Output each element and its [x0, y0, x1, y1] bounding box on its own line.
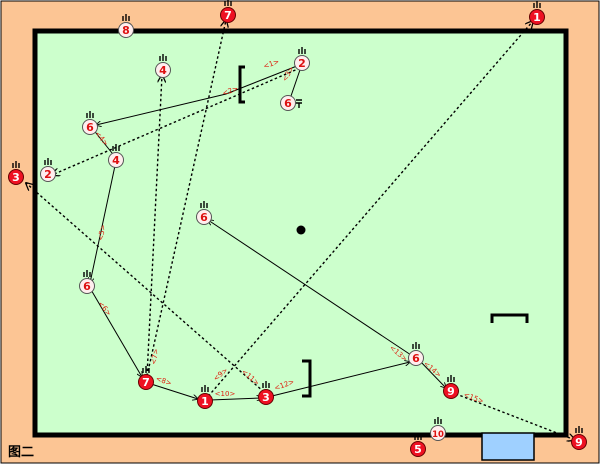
player-marker-icon [224, 0, 232, 6]
red-player-1: 1 [197, 385, 213, 409]
player-marker-icon [414, 433, 422, 440]
step-label: <10> [215, 390, 236, 398]
red-player-9: 9 [571, 426, 587, 450]
player-number: 8 [122, 24, 130, 37]
player-number: 6 [284, 97, 292, 110]
player-marker-icon [83, 270, 91, 277]
player-number: 6 [412, 352, 420, 365]
player-marker-icon [575, 426, 583, 433]
player-marker-icon [122, 14, 130, 21]
red-player-7: 7 [138, 366, 154, 390]
player-number: 6 [83, 280, 91, 293]
player-marker-icon [298, 47, 306, 54]
white-player-8: 8 [118, 14, 134, 38]
player-marker-icon [262, 381, 270, 388]
white-player-6: 6 [196, 201, 212, 225]
player-number: 1 [533, 11, 541, 24]
step-label: <5> [97, 224, 108, 241]
goal-box-icon [481, 432, 535, 461]
player-marker-icon [142, 366, 150, 373]
player-marker-icon [44, 158, 52, 165]
player-number: 10 [432, 430, 444, 440]
player-number: 5 [414, 443, 422, 456]
player-marker-icon [201, 385, 209, 392]
player-number: 3 [262, 391, 270, 404]
red-player-7: 7 [220, 0, 236, 23]
player-number: 1 [201, 395, 209, 408]
player-marker-icon [533, 1, 541, 8]
player-number: 2 [44, 168, 52, 181]
diagram-caption: 图二 [8, 445, 35, 460]
player-number: 4 [159, 64, 167, 77]
player-marker-icon [447, 375, 455, 382]
white-player-6: 6 [280, 95, 302, 111]
player-number: 9 [575, 436, 583, 449]
white-player-4: 4 [155, 54, 171, 78]
ball-icon [296, 225, 306, 235]
step-label: <7> [150, 348, 161, 365]
player-number: 6 [200, 211, 208, 224]
player-number: 4 [112, 154, 120, 167]
player-number: 6 [86, 121, 94, 134]
white-player-10: 10 [430, 417, 446, 441]
player-marker-icon [296, 99, 302, 108]
player-number: 7 [142, 376, 150, 389]
red-player-3: 3 [8, 161, 24, 185]
player-marker-icon [12, 161, 20, 168]
red-player-3: 3 [258, 381, 274, 405]
white-player-2: 2 [40, 158, 56, 182]
player-number: 7 [224, 9, 232, 22]
red-player-1: 1 [529, 1, 545, 25]
player-marker-icon [200, 201, 208, 208]
white-player-2: 2 [294, 47, 310, 71]
white-player-6: 6 [79, 270, 95, 294]
player-marker-icon [112, 144, 120, 151]
red-player-5: 5 [410, 433, 426, 457]
goal-bracket-icon [238, 65, 529, 398]
player-number: 3 [12, 171, 20, 184]
player-marker-icon [434, 417, 442, 424]
player-number: 9 [447, 385, 455, 398]
player-marker-icon [412, 342, 420, 349]
dotted-pass-lines [26, 20, 575, 440]
white-player-6: 6 [82, 111, 98, 135]
player-marker-icon [159, 54, 167, 61]
white-player-6: 6 [408, 342, 424, 366]
red-player-9: 9 [443, 375, 459, 399]
player-number: 2 [298, 57, 306, 70]
white-player-4: 4 [108, 144, 124, 168]
player-marker-icon [86, 111, 94, 118]
